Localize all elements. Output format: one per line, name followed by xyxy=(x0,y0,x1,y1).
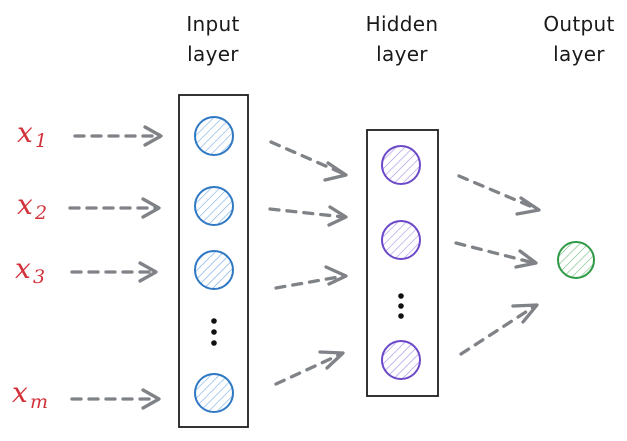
hidden-ellipsis-dot-2 xyxy=(398,303,404,309)
hidden-ellipsis-dot-1 xyxy=(398,293,404,299)
input-label-x2: x 2 xyxy=(17,188,47,224)
output-layer-title-line2: layer xyxy=(553,42,605,66)
hidden-layer-title-line2: layer xyxy=(376,42,428,66)
arrow-x1-to-input xyxy=(73,125,163,147)
input-node-3 xyxy=(194,250,234,290)
input-node-1 xyxy=(194,116,234,156)
svg-text:x: x xyxy=(17,188,33,221)
arrow-xm-to-input xyxy=(70,388,161,410)
hidden-ellipsis-dot-3 xyxy=(398,313,404,319)
input-ellipsis-dot-1 xyxy=(211,318,217,324)
arrow-x2-to-input xyxy=(68,197,161,219)
arrow-hidden-to-output-2 xyxy=(454,241,538,269)
svg-text:2: 2 xyxy=(34,202,47,224)
hidden-node-1 xyxy=(381,145,421,185)
arrow-input-to-hidden-2 xyxy=(268,205,348,227)
input-node-m xyxy=(194,373,234,413)
arrow-input-to-hidden-3 xyxy=(274,265,348,290)
hidden-node-2 xyxy=(381,220,421,260)
arrow-hidden-to-output-3 xyxy=(459,303,539,356)
hidden-layer-box xyxy=(366,129,439,397)
output-node xyxy=(557,241,595,279)
hidden-layer-title-line1: Hidden xyxy=(366,12,439,36)
input-ellipsis-dot-3 xyxy=(211,340,217,346)
input-layer-box xyxy=(178,94,249,428)
input-label-x3: x 3 xyxy=(15,252,45,288)
input-layer-title-line2: layer xyxy=(187,42,239,66)
arrow-hidden-to-output-1 xyxy=(457,174,541,216)
arrow-x3-to-input xyxy=(70,261,158,283)
input-ellipsis-dot-2 xyxy=(211,329,217,335)
input-label-x1: x 1 xyxy=(17,116,47,152)
input-layer-title-line1: Input xyxy=(186,12,239,36)
svg-text:x: x xyxy=(15,252,31,285)
svg-text:1: 1 xyxy=(35,130,47,152)
arrow-input-to-hidden-1 xyxy=(269,140,348,182)
svg-text:3: 3 xyxy=(33,266,45,288)
hidden-node-last xyxy=(381,340,421,380)
svg-text:m: m xyxy=(30,391,48,413)
svg-text:x: x xyxy=(17,116,33,149)
input-label-xm: x m xyxy=(12,376,48,413)
svg-text:x: x xyxy=(12,376,28,409)
output-layer-title-line1: Output xyxy=(543,12,614,36)
input-node-2 xyxy=(194,186,234,226)
arrow-input-to-hidden-4 xyxy=(274,350,345,386)
